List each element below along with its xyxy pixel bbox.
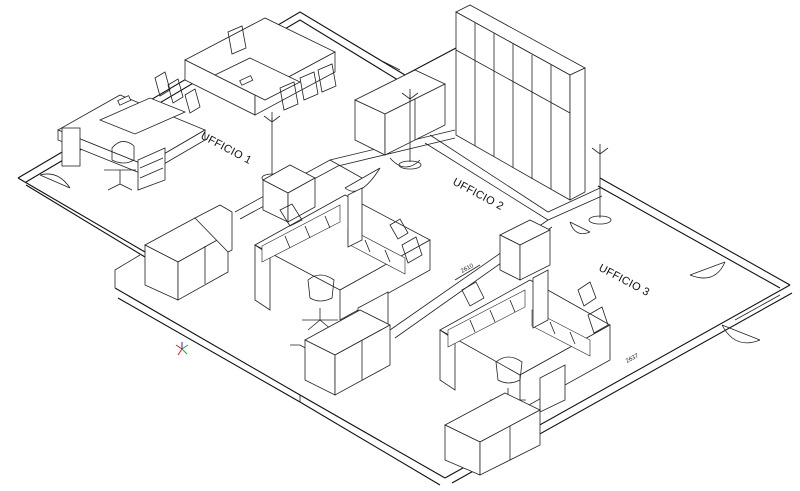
office-2-workstations — [254, 187, 481, 396]
corridor-cabinets — [144, 164, 316, 301]
room-label-office-1: UFFICIO 1 — [199, 130, 254, 167]
dimension-label-a: 2610 — [460, 263, 475, 275]
storage-cabinets — [354, 4, 612, 225]
axis-icon — [175, 342, 189, 356]
office-3-workstations — [439, 219, 611, 476]
room-label-office-2: UFFICIO 2 — [451, 176, 506, 213]
room-label-office-3: UFFICIO 3 — [597, 262, 652, 299]
dimension-label-b: 2637 — [625, 353, 640, 365]
office-1-furniture — [57, 17, 337, 191]
